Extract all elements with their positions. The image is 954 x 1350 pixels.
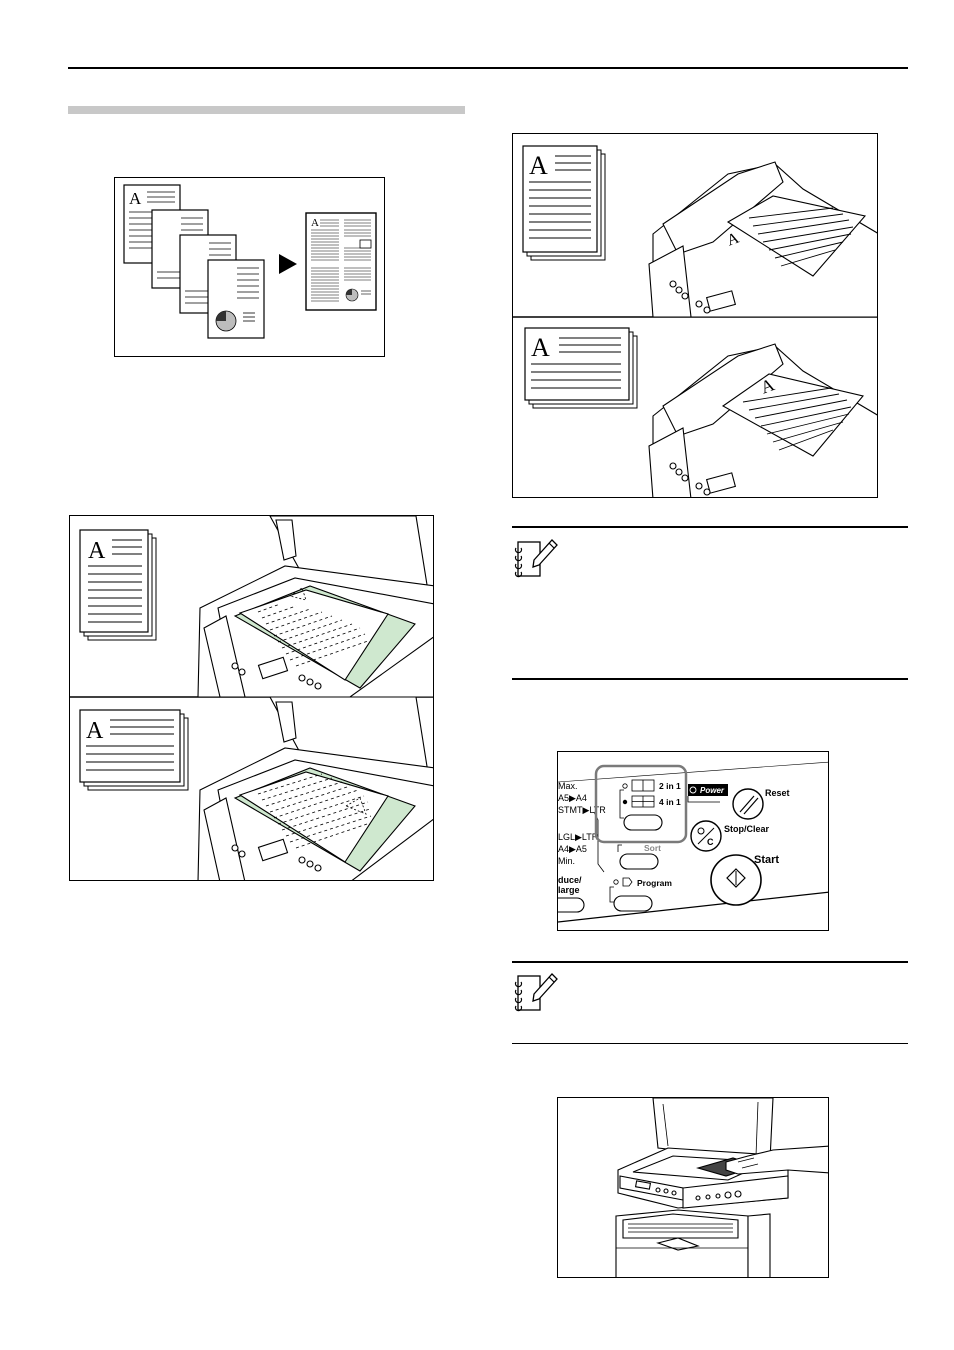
dp-original-stack-top: A <box>522 145 606 261</box>
reset-key[interactable] <box>732 788 764 820</box>
original-stack-bottom: A <box>79 709 189 791</box>
reset-key-group: Reset <box>732 788 790 820</box>
figure-layout-concept: A <box>114 177 385 357</box>
copier-platen-top <box>197 516 433 698</box>
note-1-bottom-rule <box>512 678 908 680</box>
dp-stack-letter-bottom: A <box>531 333 550 362</box>
power-indicator: Power <box>687 784 728 803</box>
reset-label: Reset <box>765 788 790 798</box>
reduce-enlarge-key[interactable] <box>558 897 585 913</box>
dp-original-stack-bottom: A <box>524 327 638 409</box>
program-label: Program <box>637 878 672 888</box>
combined-letter: A <box>311 217 319 229</box>
figure-document-processor: A A <box>512 133 878 498</box>
note-2-bottom-rule <box>512 1043 908 1044</box>
start-label: Start <box>754 854 779 866</box>
figure-operation-panel: Max. A5▶A4 STMT▶LTR LGL▶LTR A4▶A5 Min. d… <box>557 751 829 931</box>
original-page-4 <box>207 259 265 339</box>
layout-key-highlight <box>594 764 688 844</box>
two-in-one-label: 2 in 1 <box>659 781 681 791</box>
dp-stack-letter: A <box>529 151 548 180</box>
copier-dp-bottom: A <box>648 343 877 497</box>
sort-key-group: Sort <box>617 843 661 870</box>
arrow-right-icon <box>279 254 297 274</box>
lgl-ltr-label: LGL▶LTR <box>558 832 599 842</box>
note-2-top-rule <box>512 961 908 963</box>
figure-platen-placement: A <box>69 515 434 881</box>
stop-clear-symbol: C <box>707 837 714 847</box>
reduce-label: duce/ <box>558 875 582 885</box>
figure-placing-original <box>557 1097 829 1278</box>
layout-key-group: 2 in 1 4 in 1 <box>619 779 681 831</box>
stmt-ltr-label: STMT▶LTR <box>558 805 606 815</box>
copier-platen-bottom <box>197 696 433 880</box>
original-letter: A <box>129 189 142 208</box>
note-icon <box>512 536 560 582</box>
layout-key[interactable] <box>623 814 663 831</box>
stop-clear-label: Stop/Clear <box>724 824 770 834</box>
note-icon <box>512 970 560 1016</box>
enlarge-label: large <box>558 885 580 895</box>
dp-sheet-letter-bottom: A <box>758 374 777 397</box>
max-label: Max. <box>558 781 578 791</box>
a5-a4-label: A5▶A4 <box>558 793 587 803</box>
sort-key[interactable] <box>619 853 659 870</box>
a4-a5-label: A4▶A5 <box>558 844 587 854</box>
min-label: Min. <box>558 856 575 866</box>
program-key-group: Program <box>609 877 672 912</box>
original-stack-top: A <box>79 529 157 641</box>
section-heading-bar <box>68 106 465 114</box>
stop-clear-key-group: C Stop/Clear <box>690 820 770 852</box>
stack-letter-bottom: A <box>86 718 104 744</box>
program-key[interactable] <box>613 895 653 912</box>
note-1-top-rule <box>512 526 908 528</box>
power-label: Power <box>700 786 725 795</box>
copier-dp-top: A <box>648 161 877 318</box>
stack-letter: A <box>88 538 106 564</box>
header-rule <box>68 67 908 69</box>
combined-page: A <box>305 212 377 311</box>
sort-label: Sort <box>644 843 661 853</box>
four-in-one-label: 4 in 1 <box>659 797 681 807</box>
start-key-group: Start <box>710 854 779 906</box>
